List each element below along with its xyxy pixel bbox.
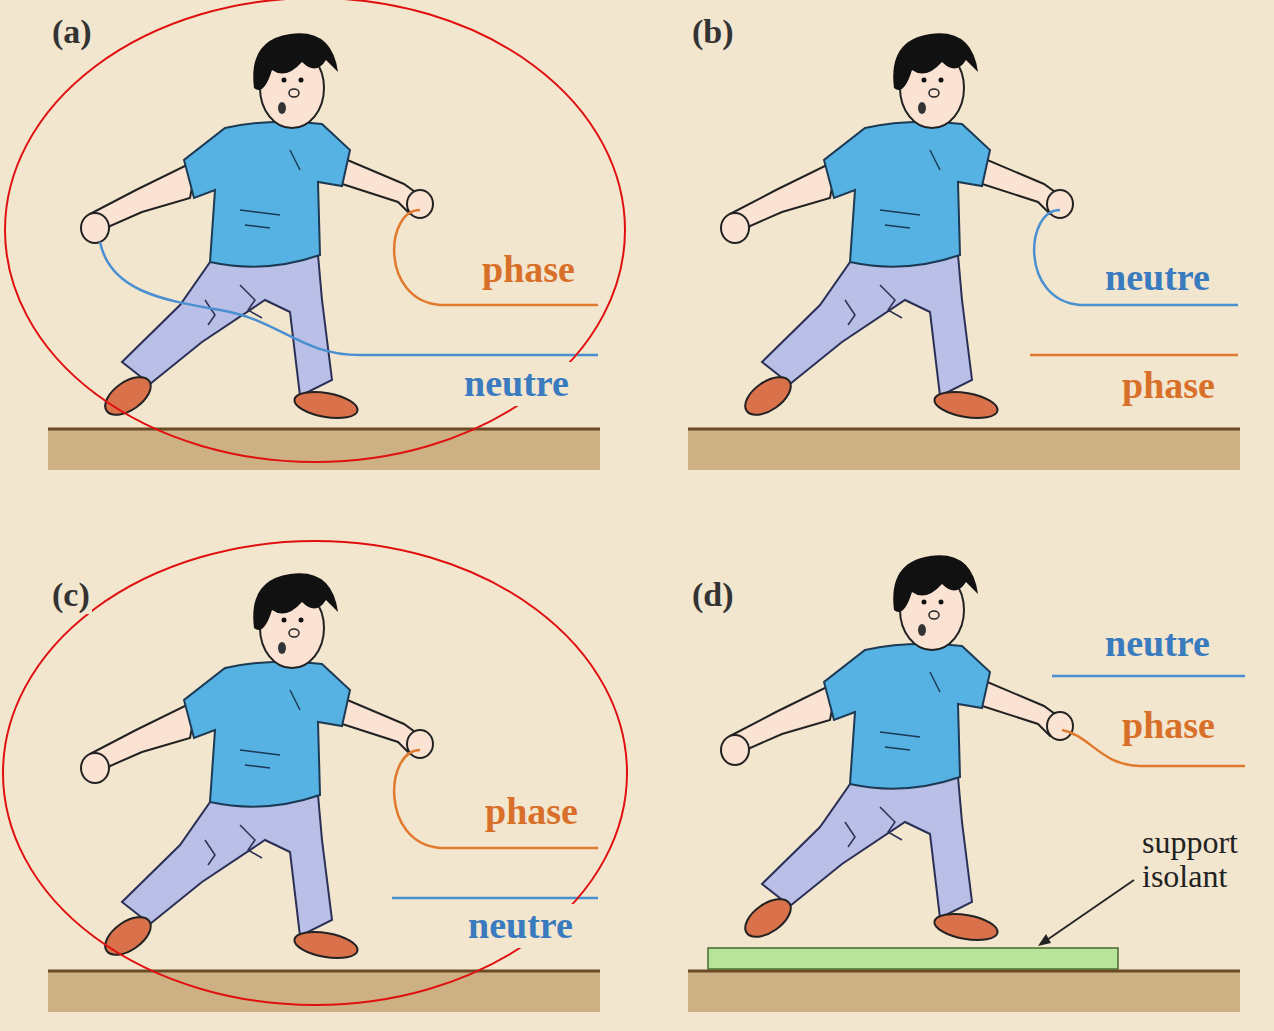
wire-label: phase: [1120, 704, 1217, 748]
person: [81, 573, 433, 962]
wire-label: neutre: [1103, 622, 1212, 666]
panel-letter: (a): [50, 12, 94, 51]
ground: [48, 428, 1240, 1012]
panel-letter: (d): [690, 575, 736, 614]
leader-arrow: [1038, 880, 1134, 946]
wire-label: phase: [480, 248, 577, 292]
person: [721, 33, 1073, 422]
person: [721, 555, 1073, 944]
insulating-support: [708, 948, 1118, 969]
part-label: support isolant: [1140, 826, 1262, 893]
panel-letter: (c): [50, 575, 92, 614]
person: [81, 33, 433, 422]
wire-label: neutre: [462, 362, 571, 406]
wire-label: neutre: [466, 904, 575, 948]
wires: [100, 210, 1245, 898]
wire-label: phase: [483, 790, 580, 834]
panel-letter: (b): [690, 12, 736, 51]
wire-label: neutre: [1103, 256, 1212, 300]
wire-label: phase: [1120, 364, 1217, 408]
highlight-ellipse: [5, 0, 625, 462]
highlight-ellipse: [3, 541, 627, 1005]
